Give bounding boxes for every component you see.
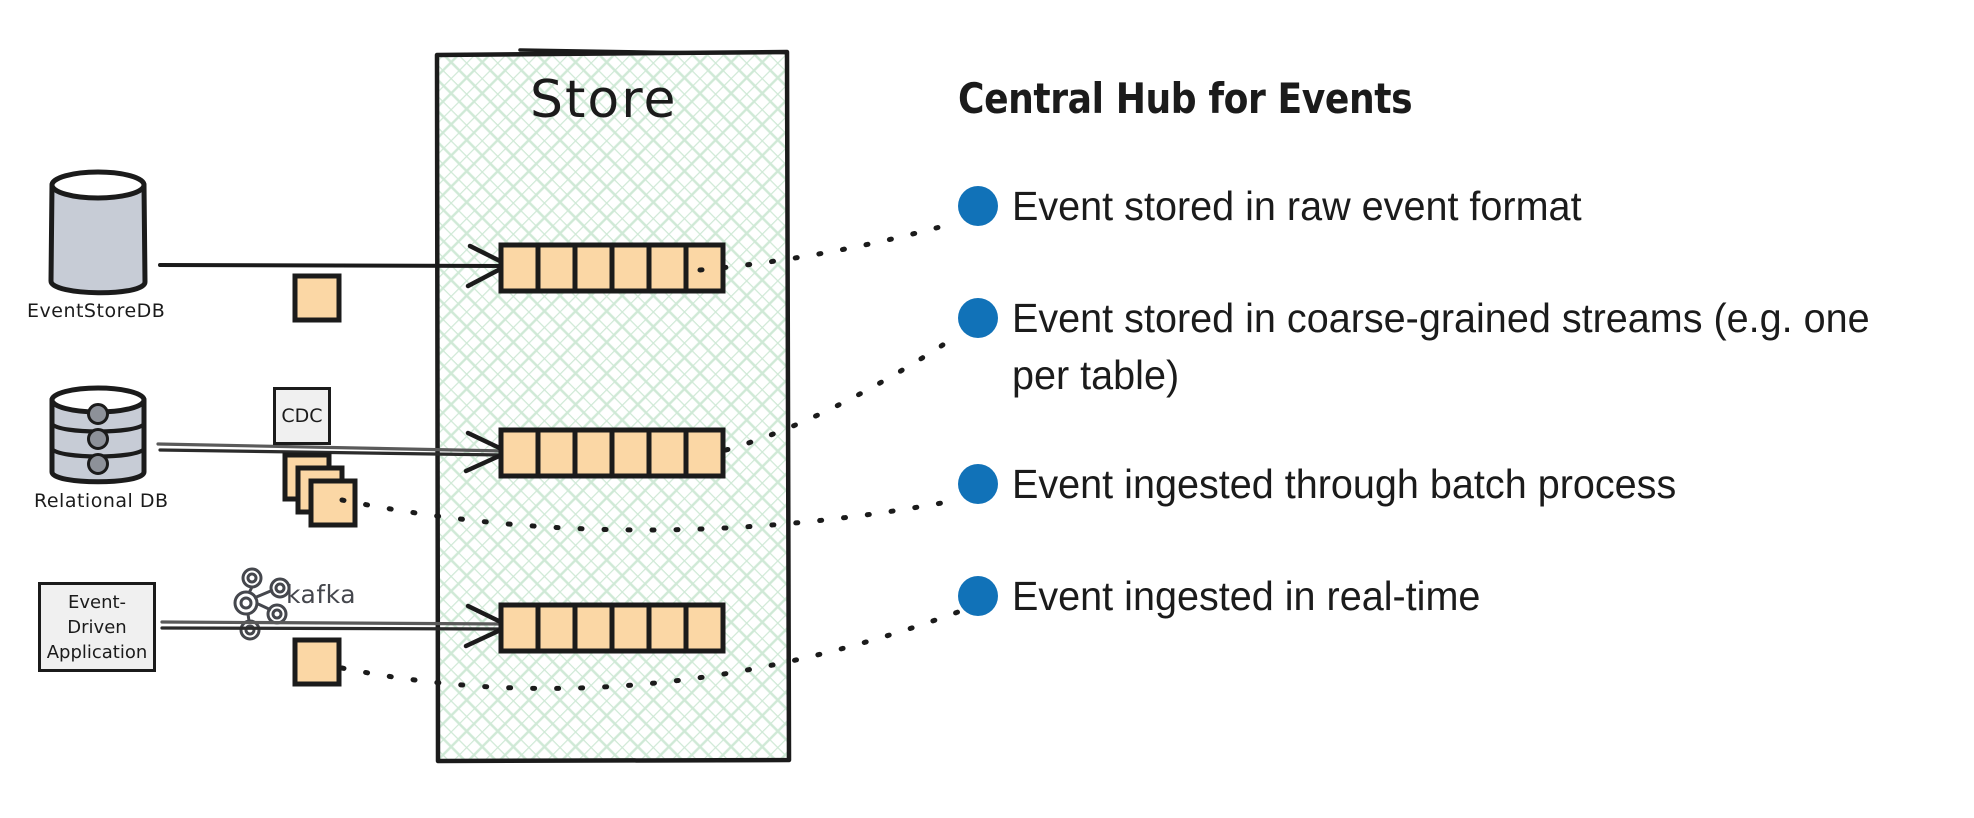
leader-line-coarse-grained-streams <box>723 332 961 453</box>
cdc-label: CDC <box>281 405 323 427</box>
store-container <box>434 48 792 764</box>
stacked-events-squares-icon <box>282 452 358 528</box>
app-label-line-3: Application <box>46 641 148 663</box>
source-label-relational-db: Relational DB <box>34 490 169 512</box>
database-stack-icon <box>49 385 147 485</box>
kafka-label: kafka <box>286 580 357 609</box>
event-stream-row-1 <box>498 242 726 294</box>
application-box-icon: Event- Driven Application <box>38 582 156 672</box>
app-label-line-1: Event- <box>67 591 127 613</box>
legend-item-label: Event stored in raw event format <box>1012 183 1582 229</box>
legend-item-raw-event-format: Event stored in raw event format <box>958 178 1602 235</box>
bullet-dot-icon <box>958 298 998 338</box>
leader-line-batch-process <box>339 497 961 533</box>
legend-item-label: Event stored in coarse-grained streams (… <box>1012 295 1870 398</box>
bullet-dot-icon <box>958 576 998 616</box>
event-stream-row-2 <box>498 427 726 479</box>
database-cylinder-icon <box>48 169 148 296</box>
legend-item-batch-process: Event ingested through batch process <box>958 456 1700 513</box>
bullet-dot-icon <box>958 186 998 226</box>
store-title: Store <box>530 70 678 130</box>
bullet-dot-icon <box>958 464 998 504</box>
event-stream-row-3 <box>498 602 726 654</box>
source-label-eventstoredb: EventStoreDB <box>27 300 166 322</box>
legend-panel: Central Hub for Events Event stored in r… <box>958 52 1948 792</box>
page-title: Central Hub for Events <box>958 74 1413 123</box>
legend-item-coarse-grained-streams: Event stored in coarse-grained streams (… <box>958 290 1912 404</box>
cdc-box: CDC <box>273 387 331 445</box>
single-event-square-icon-eventstoredb <box>292 273 342 323</box>
single-event-square-icon-application <box>292 637 342 687</box>
legend-item-label: Event ingested through batch process <box>1012 461 1677 507</box>
app-label-line-2: Driven <box>67 616 127 638</box>
legend-item-real-time: Event ingested in real-time <box>958 568 1497 625</box>
legend-item-label: Event ingested in real-time <box>1012 573 1481 619</box>
